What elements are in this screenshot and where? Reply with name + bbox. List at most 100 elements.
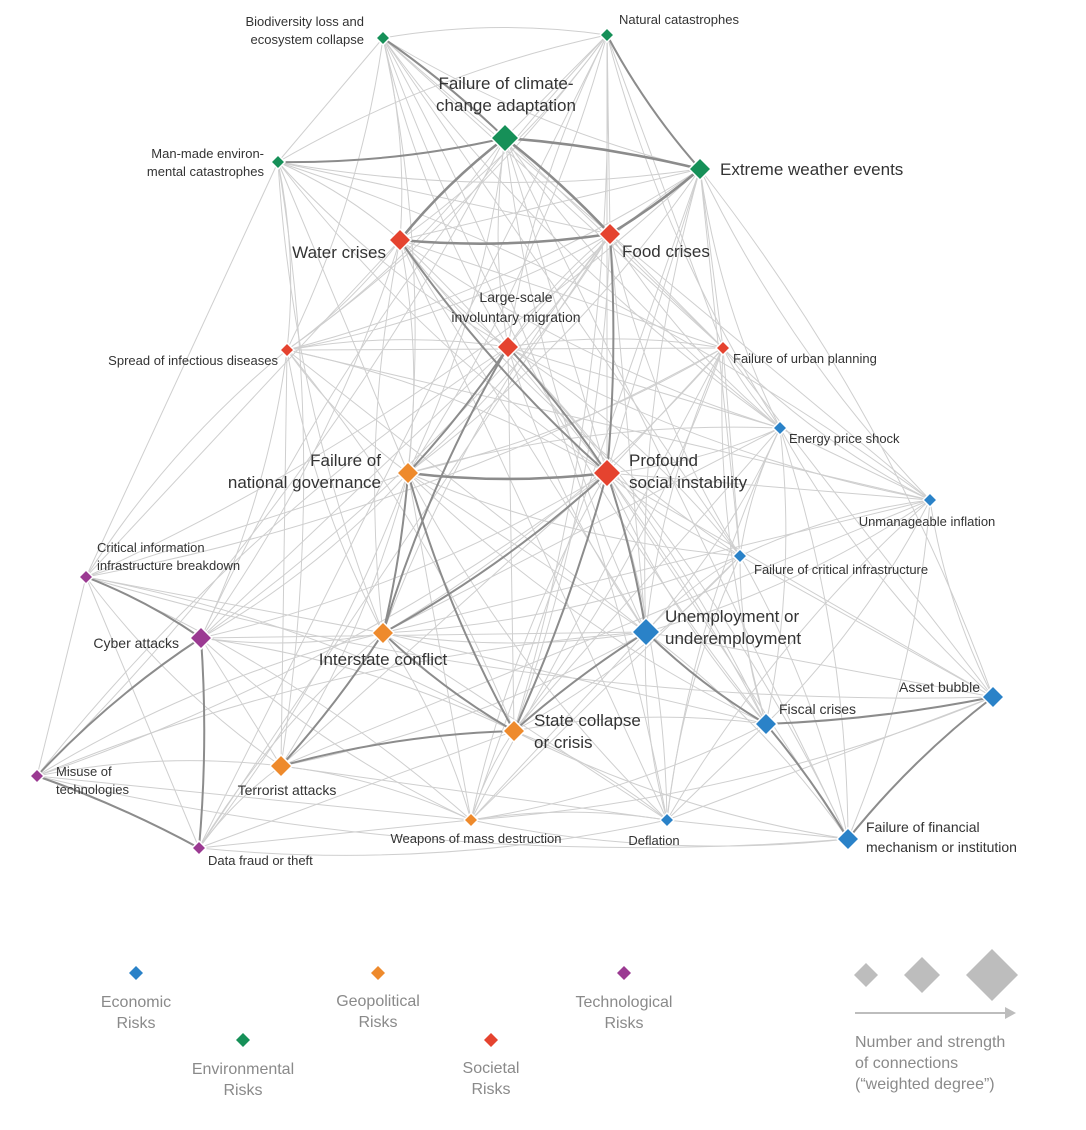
- connection-line: [470, 472, 608, 821]
- node-energy: [771, 419, 789, 437]
- connection-line: [609, 233, 647, 633]
- node-terrorist: [268, 753, 294, 779]
- label-climate: Failure of climate-change adaptation: [436, 74, 576, 115]
- connection-line: [85, 576, 384, 634]
- strong-connection-line: [382, 472, 608, 634]
- connection-line: [739, 427, 781, 557]
- legend-geopolitical-swatch: [371, 966, 385, 980]
- connection-line: [407, 426, 781, 474]
- strong-connection-line: [399, 232, 611, 245]
- connection-line: [382, 37, 781, 429]
- label-line: or crisis: [534, 733, 593, 752]
- connection-line: [606, 34, 781, 429]
- connection-line: [36, 631, 647, 777]
- connection-line: [739, 555, 849, 840]
- connection-line: [847, 499, 931, 840]
- connection-line: [382, 632, 668, 821]
- connection-line: [513, 730, 668, 821]
- connection-line: [85, 161, 279, 578]
- connection-line: [277, 161, 401, 241]
- connection-line: [606, 472, 767, 725]
- legend-societal-swatch: [484, 1033, 498, 1047]
- label-food: Food crises: [622, 242, 710, 261]
- connection-line: [286, 239, 401, 351]
- strong-connection-line: [277, 137, 506, 164]
- connection-line: [85, 472, 409, 578]
- connection-line: [200, 346, 509, 639]
- connection-line: [200, 239, 401, 639]
- label-line: Energy price shock: [789, 431, 900, 446]
- connection-line: [513, 716, 767, 732]
- node-wmd: [462, 811, 480, 829]
- legend-environmental-swatch: [236, 1033, 250, 1047]
- connection-line: [779, 427, 849, 840]
- label-line: social instability: [629, 473, 748, 492]
- label-line: Terrorist attacks: [238, 782, 337, 798]
- connection-line: [606, 168, 701, 474]
- connection-line: [36, 576, 87, 777]
- connection-line: [407, 472, 668, 821]
- label-line: Spread of infectious diseases: [108, 353, 278, 368]
- node-interstate: [370, 620, 396, 646]
- connection-line: [277, 161, 931, 501]
- connection-line: [722, 347, 994, 698]
- connection-line: [513, 730, 849, 840]
- connection-line: [470, 811, 668, 821]
- connection-line: [399, 168, 701, 241]
- connection-line: [507, 338, 724, 349]
- label-line: Failure of climate-: [438, 74, 573, 93]
- connection-line: [606, 427, 781, 474]
- connection-line: [470, 723, 767, 821]
- connection-line: [609, 233, 741, 557]
- node-inflation: [921, 491, 939, 509]
- connection-line: [739, 555, 767, 725]
- label-line: Failure of: [310, 451, 381, 470]
- label-line: Natural catastrophes: [619, 12, 739, 27]
- connection-line: [36, 760, 282, 777]
- connection-line: [277, 161, 292, 351]
- connection-line: [200, 637, 515, 732]
- connection-line: [407, 472, 741, 557]
- label-critinfra: Failure of critical infrastructure: [754, 562, 928, 577]
- label-line: Failure of critical infrastructure: [754, 562, 928, 577]
- connection-line: [36, 346, 509, 777]
- label-line: Failure of financial: [866, 819, 980, 835]
- node-fiscal: [753, 711, 779, 737]
- label-line: Biodiversity loss and: [246, 14, 365, 29]
- strong-connection-line: [382, 37, 506, 139]
- connection-line: [200, 632, 384, 644]
- connection-line: [399, 239, 415, 474]
- connection-line: [470, 555, 741, 821]
- label-water: Water crises: [292, 243, 386, 262]
- strong-connection-line: [382, 632, 515, 732]
- strong-connection-line: [507, 346, 608, 474]
- strong-connection-line: [280, 632, 384, 767]
- label-line: Failure of urban planning: [733, 351, 877, 366]
- strong-connection-line: [407, 471, 608, 481]
- connection-line: [200, 637, 282, 767]
- connection-line: [721, 347, 767, 725]
- label-line: Cyber attacks: [93, 635, 179, 651]
- node-deflation: [658, 811, 676, 829]
- connection-line: [382, 37, 509, 348]
- connection-line: [198, 233, 611, 849]
- connection-line: [200, 631, 647, 639]
- label-line: Unmanageable inflation: [859, 514, 996, 529]
- connection-line: [36, 775, 472, 821]
- connection-line: [507, 346, 515, 732]
- connection-line: [198, 819, 472, 849]
- connection-line: [280, 472, 608, 767]
- connection-line: [779, 427, 994, 698]
- connection-line: [739, 555, 994, 698]
- node-datafraud: [190, 839, 208, 857]
- connection-line: [286, 233, 611, 351]
- node-critinfra: [731, 547, 749, 565]
- connection-line: [645, 631, 849, 840]
- strong-connection-line: [513, 472, 608, 732]
- strong-connection-line: [765, 723, 849, 840]
- connection-line: [277, 161, 384, 634]
- connection-line: [286, 349, 647, 633]
